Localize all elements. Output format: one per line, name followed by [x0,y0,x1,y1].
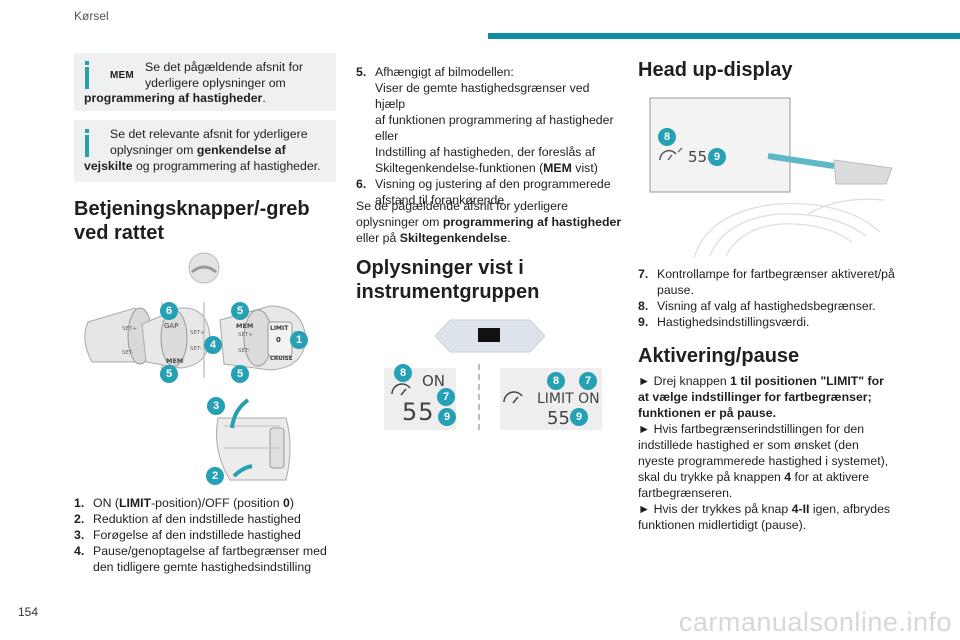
steering-wheel-icon [188,252,220,284]
badge-7-left: 7 [437,388,455,406]
dashboard-sketch [693,198,885,259]
steering-controls-figure: GAP MEM MEM LIMIT 0 CRUISE SET+ SET- SET… [84,252,307,481]
controls-list: 1. ON (LIMIT-position)/OFF (position 0) … [74,495,344,575]
arrow-down-icon [232,464,253,478]
cluster-icon [434,319,546,353]
badge-5-top: 5 [231,302,249,320]
heading-controls: Betjeningsknapper/-greb ved rattet [74,198,310,244]
info2-line3-bold: vejskilte [84,159,133,173]
arrow-up-icon [230,398,250,429]
badge-6: 6 [160,302,178,320]
badge-4: 4 [204,336,222,354]
badge-9-right: 9 [570,408,588,426]
heading-head-up-display: Head up-display [638,59,793,81]
label-set-minus-right: SET- [238,348,250,354]
list-item: 5. Afhængigt af bilmodellen: Viser de ge… [356,65,614,175]
badge-5-right: 5 [231,365,249,383]
info1-line1: Se det pågældende afsnit for [145,60,303,74]
info1-end: . [262,91,266,105]
activation-steps: ► Drej knappen 1 til positionen "LIMIT" … [638,374,891,532]
list-item: 9.Hastighedsindstillingsværdi. [638,315,810,329]
info1-line2: yderligere oplysninger om [145,75,286,90]
info-icon-bar [85,135,89,157]
cluster-limit-on-text: LIMIT ON [537,391,600,407]
label-zero: 0 [276,336,281,344]
cluster-speed-right: 55 [547,408,570,429]
mem-tag: MEM [110,70,134,81]
info-icon [85,61,89,65]
info-box-sign-recognition: Se det relevante afsnit for yderligere o… [74,120,336,182]
info-icon-bar [85,67,89,89]
info-box-programming: MEM Se det pågældende afsnit for yderlig… [74,53,336,111]
watermark: carmanualsonline.info [678,607,952,637]
label-set-plus-left: SET+ [122,326,137,332]
info-icon [85,129,89,133]
speed-limiter-icon [503,391,523,404]
speed-limiter-icon [659,147,683,161]
section-label: Kørsel [74,9,109,23]
info2-line2-pre: oplysninger om [110,142,197,157]
badge-8-right: 8 [547,372,565,390]
badge-8-hud: 8 [658,128,676,146]
hud-screen [649,97,791,193]
hud-speed: 55 [688,148,708,166]
cluster-speed-left: 55 [402,398,435,426]
heading-instrument-cluster: Oplysninger vist i instrumentgruppen [356,257,540,303]
list-item: 7.Kontrollampe for fartbegrænser aktiver… [638,267,895,297]
badge-7-right: 7 [579,372,597,390]
badge-8-left: 8 [394,364,412,382]
label-mem-mid: MEM [166,357,183,365]
hud-unit [833,159,893,185]
page-number: 154 [18,605,39,619]
label-cruise: CRUISE [270,356,293,362]
cluster-on-text: ON [422,372,446,390]
label-set-plus-right: SET+ [238,332,253,338]
hud-list: 7.Kontrollampe for fartbegrænser aktiver… [638,266,900,330]
right-stalk [219,305,307,371]
head-up-display-figure [649,97,893,259]
badge-9-hud: 9 [708,148,726,166]
info2-line3-rest: og programmering af hastigheder. [132,159,321,173]
label-limit: LIMIT [270,325,289,332]
badge-3: 3 [207,397,225,415]
badge-2: 2 [206,467,224,485]
list-item: 2.Reduktion af den indstillede hastighed [74,512,301,526]
list-item: 3.Forøgelse af den indstillede hastighed [74,528,301,542]
see-also-paragraph: Se de pågældende afsnit for yderligere o… [356,199,622,245]
label-gap: GAP [164,322,178,330]
label-set-plus-mid: SET+ [190,330,205,336]
hud-beam [767,153,835,169]
left-stalk [84,307,153,365]
heading-activation-pause: Aktivering/pause [638,345,800,367]
label-set-minus-mid: SET- [190,346,202,352]
header-rule [488,33,960,39]
badge-5-left: 5 [160,365,178,383]
list-item: 1. ON (LIMIT-position)/OFF (position 0) [74,496,294,510]
speed-limiter-icon [391,383,411,396]
badge-9-left: 9 [438,408,456,426]
lower-stalk [216,417,291,481]
info1-bold: programmering af hastigheder [84,91,263,105]
info2-line2-bold: genkendelse af [196,142,286,157]
info2-line1: Se det relevante afsnit for yderligere [110,127,308,141]
badge-1: 1 [290,331,308,349]
label-mem-right: MEM [236,322,253,330]
list-item: 4.Pause/genoptagelse af fartbegrænser me… [74,544,327,574]
list-item: 8.Visning af valg af hastighedsbegrænser… [638,299,876,313]
label-set-minus-left: SET- [122,350,134,356]
list-item: 6. Visning og justering af den programme… [356,177,611,207]
memory-list: 5. Afhængigt af bilmodellen: Viser de ge… [356,64,621,208]
